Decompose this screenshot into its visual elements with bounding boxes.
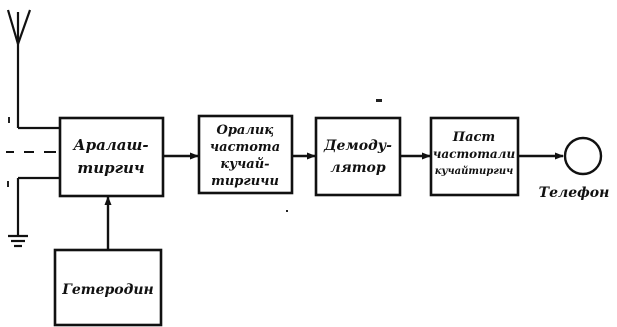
phone-label: Телефон bbox=[539, 185, 610, 201]
mixer-label-1: Аралаш- bbox=[72, 136, 148, 154]
lo-label: Гетеродин bbox=[61, 282, 154, 298]
block-lf-amplifier: Паст частотали кучайтиргич bbox=[429, 116, 520, 197]
lf-amp-label-3: кучайтиргич bbox=[435, 166, 514, 177]
block-demodulator: Демоду- лятор bbox=[314, 116, 402, 197]
lf-amp-label-1: Паст bbox=[452, 130, 495, 145]
if-amp-label-1: Оралиқ bbox=[217, 123, 274, 138]
demod-label-2: лятор bbox=[330, 160, 386, 176]
scan-marks bbox=[7, 99, 382, 212]
lf-amp-label-2: частотали bbox=[433, 147, 516, 161]
if-amp-label-3: кучай- bbox=[220, 157, 269, 172]
mixer-label-2: тиргич bbox=[77, 159, 144, 177]
antenna-icon bbox=[6, 9, 60, 130]
signal-flow-arrows bbox=[104, 152, 564, 250]
block-local-oscillator: Гетеродин bbox=[53, 248, 163, 327]
block-mixer: Аралаш- тиргич bbox=[58, 116, 165, 198]
headphone-icon bbox=[563, 136, 603, 176]
block-if-amplifier: Оралиқ частота кучай- тиргичи bbox=[197, 114, 294, 195]
ground-icon bbox=[8, 176, 60, 248]
if-amp-label-4: тиргичи bbox=[211, 174, 279, 189]
if-amp-label-2: частота bbox=[210, 140, 280, 155]
demod-label-1: Демоду- bbox=[323, 138, 392, 154]
